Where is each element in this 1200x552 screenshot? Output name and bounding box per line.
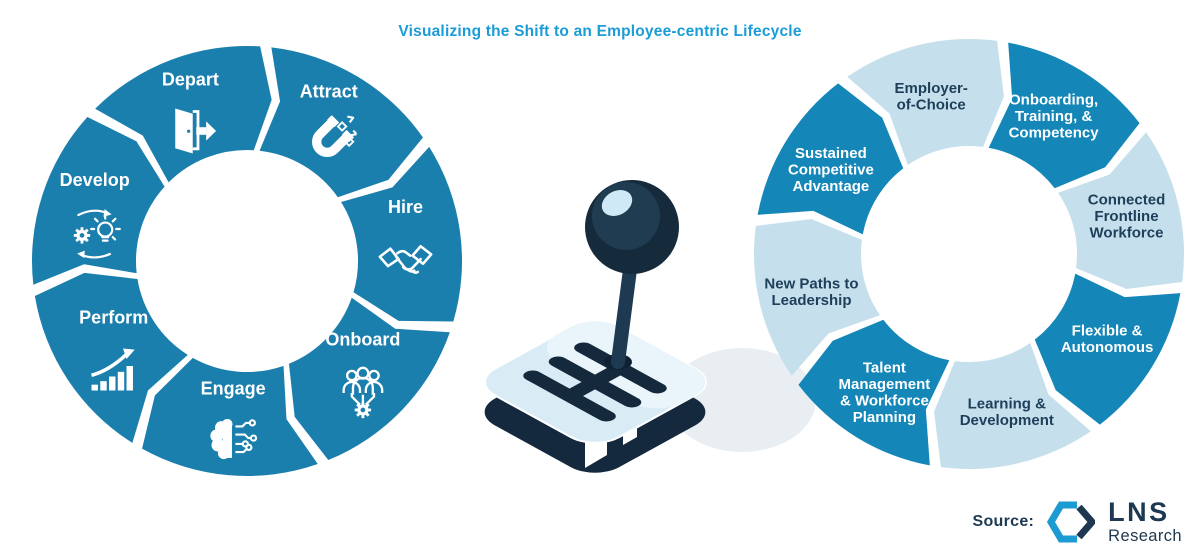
brand-name: LNS — [1108, 497, 1170, 528]
segment-label: Learning &Development — [960, 395, 1054, 429]
segment-label: Engage — [201, 378, 266, 398]
source-label: Source: — [972, 513, 1035, 530]
segment-engage — [142, 357, 318, 476]
segment-label: Depart — [162, 69, 219, 89]
segment-hire — [341, 146, 463, 322]
segment-employer-of-choice — [847, 39, 1004, 165]
segment-label: Attract — [300, 81, 358, 101]
source-footer: Source: LNS Research — [973, 498, 1183, 546]
knob-highlight — [601, 190, 633, 216]
segment-perform — [34, 272, 188, 443]
segment-label: Flexible &Autonomous — [1061, 322, 1153, 356]
segment-label: Employer-of-Choice — [895, 80, 968, 114]
segment-label: Perform — [79, 308, 148, 328]
brand-text: LNS Research — [1108, 499, 1182, 545]
segment-connected-frontline-workforce — [1058, 132, 1184, 289]
segment-label: Onboard — [325, 329, 400, 349]
gear-shift-knob — [585, 180, 679, 274]
segment-new-paths-to-leadership — [754, 219, 880, 376]
segment-label: Hire — [388, 197, 423, 217]
brand-subname: Research — [1108, 527, 1182, 546]
segment-learning-development — [934, 343, 1091, 469]
segment-label: Onboarding,Training, &Competency — [1009, 91, 1100, 141]
segment-onboarding-training-competency — [988, 42, 1140, 189]
segment-develop — [31, 116, 165, 285]
gear-shift-base — [483, 320, 707, 473]
segment-flexible-autonomous — [1034, 273, 1181, 425]
gear-shift-illustration — [483, 180, 815, 473]
page-title: Visualizing the Shift to an Employee-cen… — [398, 23, 802, 40]
gear-shift-stick — [604, 255, 638, 370]
gear-shift-shadow — [668, 348, 815, 452]
segment-sustained-competitive-advantage — [757, 83, 904, 235]
segment-talent-management-workforce-planning — [798, 319, 950, 466]
segment-label: Develop — [60, 170, 130, 190]
lns-logo-icon — [1047, 501, 1096, 543]
